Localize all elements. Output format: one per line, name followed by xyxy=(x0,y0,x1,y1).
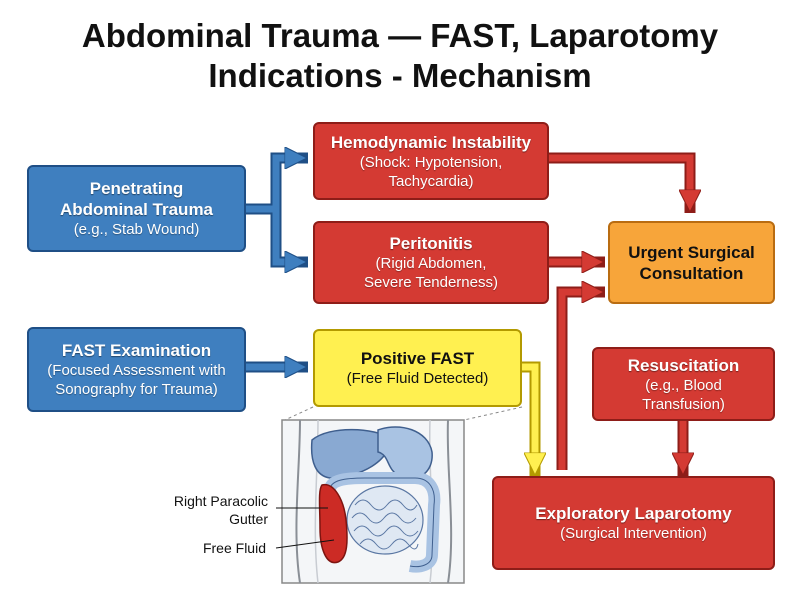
node-laparotomy-title: Exploratory Laparotomy xyxy=(535,504,732,523)
node-fast-examination: FAST Examination (Focused Assessment wit… xyxy=(27,327,246,412)
node-fast-title: FAST Examination xyxy=(61,341,212,360)
title-line-2: Indications - Mechanism xyxy=(208,57,592,94)
node-peritonitis-subtitle-2: Severe Tenderness) xyxy=(364,274,498,291)
node-urgent-title-1: Urgent Surgical xyxy=(628,242,755,262)
title-line-1: Abdominal Trauma — FAST, Laparotomy xyxy=(81,17,719,54)
node-penetrating-title-2: Abdominal Trauma xyxy=(59,200,214,219)
node-resuscitation-subtitle-1: (e.g., Blood xyxy=(645,376,722,394)
arrow-laparotomy-to-urgent xyxy=(556,292,605,470)
label-free-fluid: Free Fluid xyxy=(126,539,266,557)
node-urgent-consultation: Urgent Surgical Consultation xyxy=(608,221,775,304)
node-peritonitis: Peritonitis (Rigid Abdomen, Severe Tende… xyxy=(313,221,549,304)
node-laparotomy-subtitle: (Surgical Intervention) xyxy=(560,525,707,542)
arrow-positive-to-laparotomy xyxy=(520,361,535,476)
label-fluid-text: Free Fluid xyxy=(202,540,266,556)
node-exploratory-laparotomy: Exploratory Laparotomy (Surgical Interve… xyxy=(492,476,775,570)
node-positive-fast: Positive FAST (Free Fluid Detected) xyxy=(313,329,522,407)
arrow-hemodynamic-to-urgent xyxy=(549,152,690,213)
node-positive-subtitle: (Free Fluid Detected) xyxy=(346,370,489,387)
zoom-projection-lines xyxy=(284,406,523,421)
node-urgent-title-2: Consultation xyxy=(639,263,744,283)
free-fluid-shape xyxy=(318,484,348,564)
node-resuscitation: Resuscitation (e.g., Blood Transfusion) xyxy=(592,347,775,421)
liver-shape xyxy=(310,428,391,479)
node-peritonitis-title: Peritonitis xyxy=(389,234,473,253)
node-hemodynamic-instability: Hemodynamic Instability (Shock: Hypotens… xyxy=(313,122,549,200)
arrow-penetrating-branch xyxy=(246,158,308,262)
node-hemodynamic-subtitle-1: (Shock: Hypotension, xyxy=(359,153,503,171)
node-resuscitation-title: Resuscitation xyxy=(627,355,740,375)
node-hemodynamic-title: Hemodynamic Instability xyxy=(330,132,532,152)
label-gutter-line-2: Gutter xyxy=(229,511,268,527)
node-peritonitis-subtitle-1: (Rigid Abdomen, xyxy=(375,255,487,272)
node-hemodynamic-subtitle-2: Tachycardia) xyxy=(388,172,474,190)
node-fast-subtitle-1: (Focused Assessment with xyxy=(47,362,226,379)
fluid-leader-line xyxy=(275,539,335,549)
abdomen-illustration xyxy=(275,419,465,584)
label-right-paracolic-gutter: Right Paracolic Gutter xyxy=(128,492,268,528)
node-fast-subtitle-2: Sonography for Trauma) xyxy=(55,381,218,398)
intestine-shape xyxy=(346,485,424,555)
node-positive-title: Positive FAST xyxy=(360,349,475,368)
node-penetrating-title-1: Penetrating xyxy=(89,179,184,198)
node-penetrating-subtitle: (e.g., Stab Wound) xyxy=(73,221,200,238)
node-penetrating-trauma: Penetrating Abdominal Trauma (e.g., Stab… xyxy=(27,165,246,252)
node-resuscitation-subtitle-2: Transfusion) xyxy=(642,395,725,413)
label-gutter-line-1: Right Paracolic xyxy=(173,493,268,509)
diagram-title: Abdominal Trauma — FAST, Laparotomy Indi… xyxy=(0,16,800,96)
